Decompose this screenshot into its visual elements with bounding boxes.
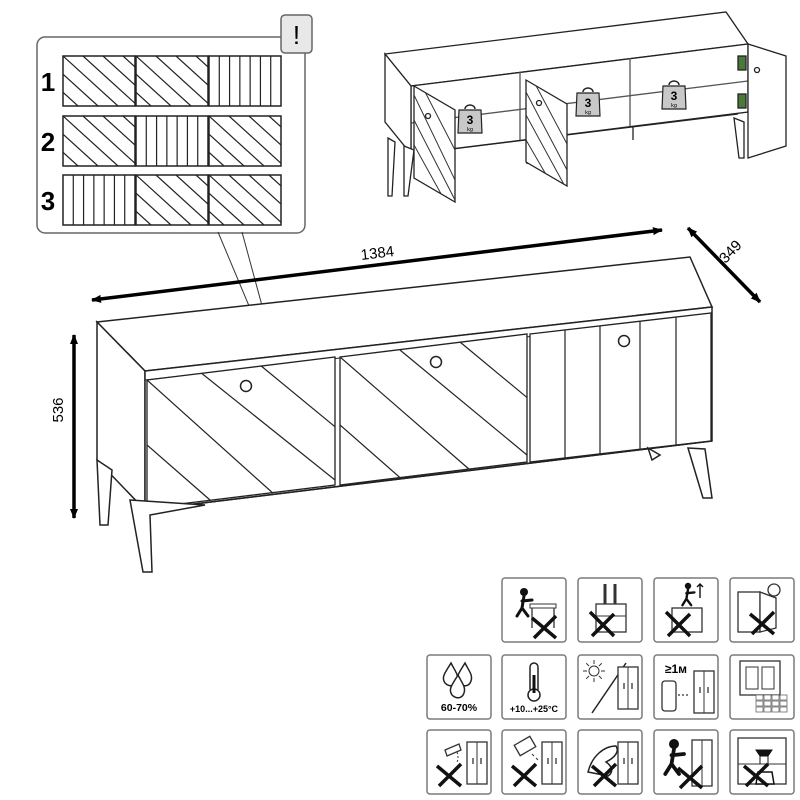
weight-unit: kg bbox=[671, 103, 677, 109]
pattern-options-panel: ! 1 2 3 bbox=[36, 14, 313, 395]
no-abrasive-cleaning-icon bbox=[501, 729, 567, 795]
weight-unit: kg bbox=[585, 110, 591, 116]
warning-icon: ! bbox=[293, 20, 300, 50]
pattern-swatch-diagonal bbox=[62, 55, 136, 107]
weight-value: 3 bbox=[467, 113, 474, 127]
door-knob bbox=[239, 379, 253, 393]
main-cabinet bbox=[95, 256, 714, 573]
door-left bbox=[146, 356, 336, 509]
ventilated-room-icon bbox=[729, 654, 795, 720]
weight-limit-icon: 3kg bbox=[661, 80, 687, 110]
humidity-icon: 60-70% bbox=[426, 654, 492, 720]
no-door-hanging-icon bbox=[729, 577, 795, 643]
no-direct-sunlight-icon bbox=[577, 654, 643, 720]
distance-label: ≥1м bbox=[665, 662, 687, 676]
pattern-row-number: 3 bbox=[41, 186, 55, 216]
no-heavy-load-icon bbox=[729, 729, 795, 795]
pattern-swatch-diagonal bbox=[135, 174, 209, 226]
no-water-spill-icon bbox=[426, 729, 492, 795]
temperature-label: +10...+25°C bbox=[510, 704, 559, 714]
weight-unit: kg bbox=[467, 127, 473, 133]
pattern-rows: 1 2 3 bbox=[41, 55, 282, 226]
pattern-swatch-vertical bbox=[62, 174, 136, 226]
weight-value: 3 bbox=[585, 96, 592, 110]
door-right bbox=[529, 312, 712, 463]
pattern-swatch-vertical bbox=[135, 115, 209, 167]
pattern-row-number: 1 bbox=[41, 67, 55, 97]
heater-distance-icon: ≥1м bbox=[653, 654, 719, 720]
cabinet-leg bbox=[686, 447, 713, 499]
dimension-width-label: 1384 bbox=[360, 243, 395, 264]
pattern-swatch-vertical bbox=[208, 55, 282, 107]
dimension-width: 1384 bbox=[91, 227, 663, 303]
no-climbing-icon bbox=[653, 577, 719, 643]
cabinet-leg bbox=[129, 499, 206, 573]
warning-tab: ! bbox=[280, 14, 313, 54]
no-standing-on-top-icon bbox=[577, 577, 643, 643]
cabinet-leg bbox=[646, 446, 662, 462]
pattern-swatch-diagonal bbox=[135, 55, 209, 107]
door-knob bbox=[429, 355, 443, 369]
no-sitting-icon bbox=[501, 577, 567, 643]
pattern-swatch-diagonal bbox=[62, 115, 136, 167]
door-middle bbox=[339, 333, 528, 486]
pattern-row-number: 2 bbox=[41, 127, 55, 157]
weight-limit-icon: 3kg bbox=[457, 104, 483, 134]
pattern-swatch-diagonal bbox=[208, 115, 282, 167]
no-solvent-icon bbox=[577, 729, 643, 795]
temperature-icon: +10...+25°C bbox=[501, 654, 567, 720]
weight-value: 3 bbox=[671, 89, 678, 103]
dimension-height-label: 536 bbox=[50, 397, 67, 422]
dimension-height: 536 bbox=[50, 334, 78, 519]
weight-limit-icon: 3kg bbox=[575, 87, 601, 117]
no-pushing-icon bbox=[653, 729, 719, 795]
cabinet-leg bbox=[96, 458, 113, 526]
door-knob bbox=[617, 334, 631, 348]
humidity-label: 60-70% bbox=[441, 702, 478, 714]
care-icon-grid: 60-70% +10...+25°C ≥1м bbox=[426, 577, 795, 795]
pattern-swatch-diagonal bbox=[208, 174, 282, 226]
